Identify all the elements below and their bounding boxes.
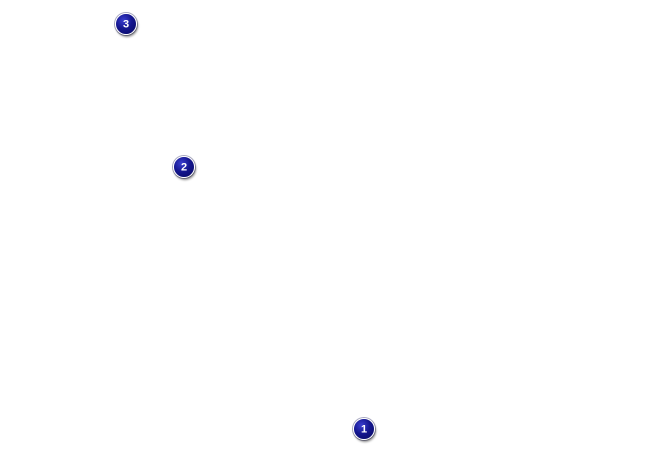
step-1-label: 1 — [360, 423, 368, 435]
step-3-label: 3 — [122, 18, 130, 30]
step-2-marker[interactable]: 2 — [173, 156, 195, 178]
step-2-label: 2 — [180, 161, 188, 173]
step-3-marker[interactable]: 3 — [115, 13, 137, 35]
step-1-marker[interactable]: 1 — [353, 418, 375, 440]
